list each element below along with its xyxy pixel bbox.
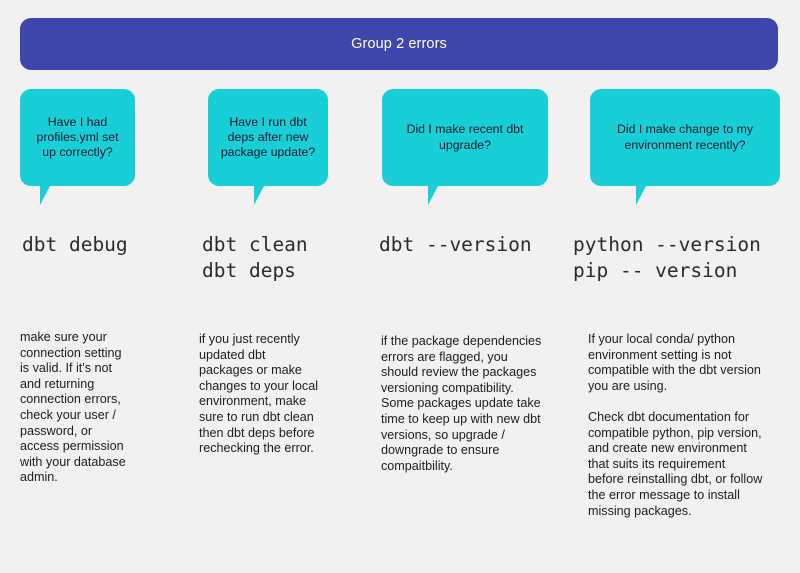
column-environment-change: Did I make change to my environment rece… bbox=[590, 89, 780, 205]
bubble-tail-3 bbox=[428, 186, 438, 205]
bubble-tail-4 bbox=[636, 186, 646, 205]
speech-bubble-1: Have I had profiles.yml set up correctly… bbox=[20, 89, 135, 205]
speech-bubble-3: Did I make recent dbt upgrade? bbox=[382, 89, 548, 205]
command-3: dbt --version bbox=[379, 233, 532, 256]
command-2: dbt clean dbt deps bbox=[202, 233, 308, 282]
body-paragraph: If your local conda/ python environment … bbox=[588, 332, 761, 393]
body-text-3: if the package dependencies errors are f… bbox=[381, 334, 548, 474]
body-paragraph: if you just recently updated dbt package… bbox=[199, 332, 319, 456]
bubble-tail-2 bbox=[254, 186, 264, 205]
column-dbt-upgrade: Did I make recent dbt upgrade? bbox=[382, 89, 548, 205]
bubble-question-1: Have I had profiles.yml set up correctly… bbox=[36, 114, 119, 160]
body-paragraph: if the package dependencies errors are f… bbox=[381, 334, 542, 473]
body-text-4: If your local conda/ python environment … bbox=[588, 332, 763, 519]
bubble-question-3: Did I make recent dbt upgrade? bbox=[406, 122, 524, 152]
bubble-tail-1 bbox=[40, 186, 50, 205]
command-4: python --version pip -- version bbox=[573, 233, 761, 282]
speech-bubble-4: Did I make change to my environment rece… bbox=[590, 89, 780, 205]
command-1: dbt debug bbox=[22, 233, 128, 256]
column-profiles-yml: Have I had profiles.yml set up correctly… bbox=[20, 89, 135, 205]
speech-bubble-2: Have I run dbt deps after new package up… bbox=[208, 89, 328, 205]
body-text-2: if you just recently updated dbt package… bbox=[199, 332, 319, 457]
body-paragraph: Check dbt documentation for compatible p… bbox=[588, 409, 763, 518]
body-text-1: make sure your connection setting is val… bbox=[20, 330, 132, 486]
body-paragraph: make sure your connection setting is val… bbox=[20, 330, 126, 485]
page-title: Group 2 errors bbox=[351, 36, 447, 52]
bubble-question-2: Have I run dbt deps after new package up… bbox=[220, 114, 316, 160]
column-dbt-deps: Have I run dbt deps after new package up… bbox=[208, 89, 328, 205]
bubble-question-4: Did I make change to my environment rece… bbox=[616, 122, 753, 152]
header-banner: Group 2 errors bbox=[20, 18, 778, 70]
